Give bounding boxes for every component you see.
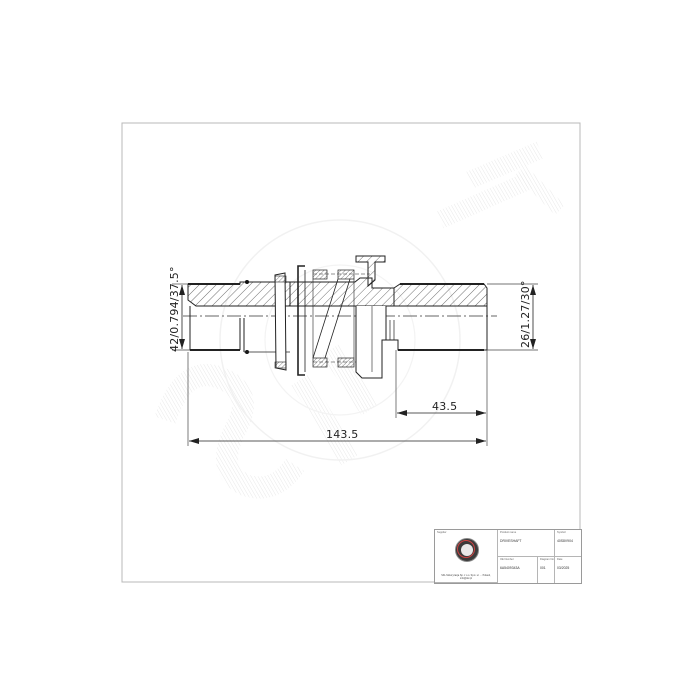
- watermark-logo: [154, 141, 565, 499]
- product-name-cell: Product name DRIVESHAFT: [498, 530, 555, 557]
- oe-number-value: 6A5409343A: [500, 566, 520, 570]
- diagram-no-value: 001: [540, 566, 546, 570]
- symbol-label: Symbol: [557, 531, 566, 534]
- date-cell: Date 03/2025: [555, 557, 581, 583]
- date-label: Date: [557, 558, 563, 561]
- oe-number-label: OE Number: [500, 558, 514, 561]
- shaft-right-section: [385, 283, 488, 351]
- drawing-frame: [121, 122, 581, 583]
- oe-number-cell: OE Number 6A5409343A: [498, 557, 538, 583]
- dim-right-thread: 26/1.27/30°: [519, 280, 532, 348]
- supplier-label: Supplier: [437, 531, 447, 534]
- date-value: 03/2025: [557, 566, 570, 570]
- shaft-middle-section: [274, 255, 395, 379]
- symbol-cell: Symbol 40S8V904: [555, 530, 581, 557]
- supplier-address: SKL Motoryzacja Sp. z o.o. Sp.k. ul. ...…: [441, 574, 491, 580]
- product-name-value: DRIVESHAFT: [500, 539, 522, 543]
- supplier-logo-icon: [455, 538, 479, 562]
- dim-total-length: 143.5: [326, 428, 359, 441]
- dim-short-length: 43.5: [432, 400, 457, 413]
- product-name-label: Product name: [500, 531, 517, 534]
- symbol-value: 40S8V904: [557, 539, 573, 543]
- diagram-no-label: Diagram No: [540, 558, 554, 561]
- supplier-cell: Supplier SKL Motoryzacja Sp. z o.o. Sp.k…: [435, 530, 498, 583]
- diagram-no-cell: Diagram No 001: [538, 557, 555, 583]
- dimension-lines: [179, 285, 536, 444]
- shaft-left-section: [187, 280, 291, 354]
- title-block: Supplier SKL Motoryzacja Sp. z o.o. Sp.k…: [434, 529, 582, 584]
- dim-left-thread: 42/0.794/37.5°: [168, 266, 181, 352]
- extension-lines: [172, 283, 538, 446]
